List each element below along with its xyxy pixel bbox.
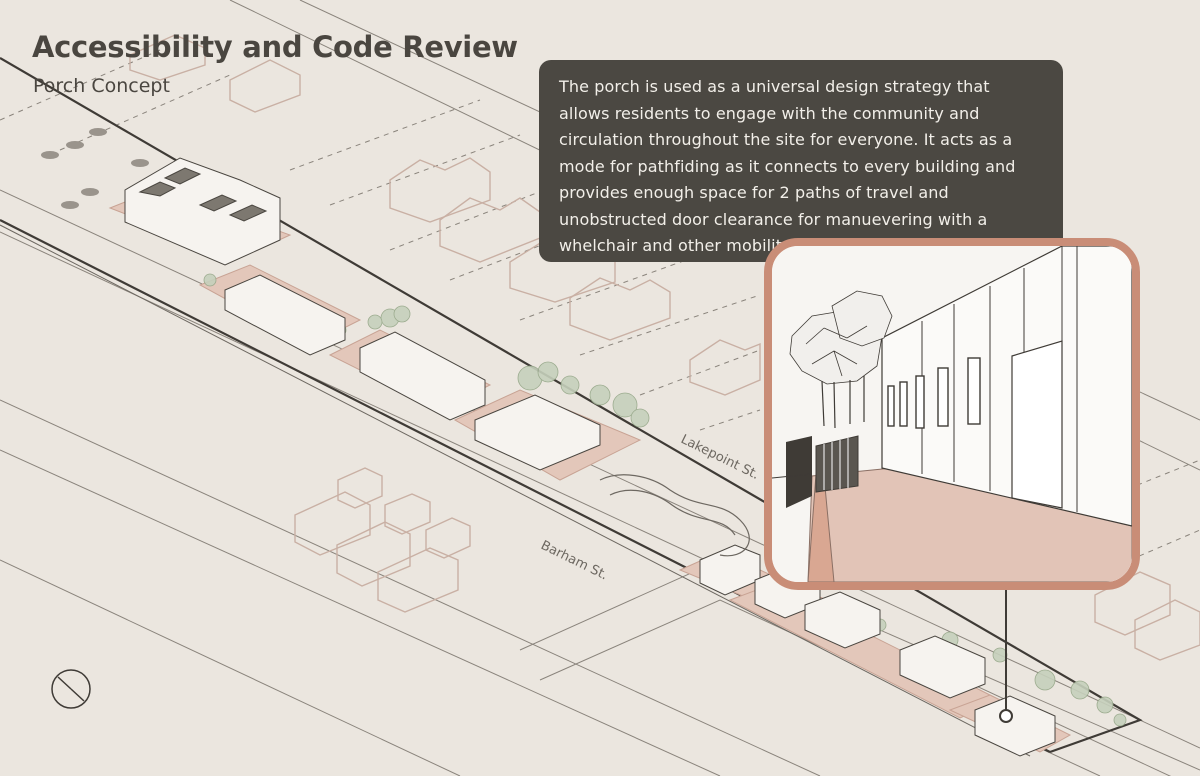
street-label-barham: Barham St.: [538, 538, 610, 583]
porch-perspective-drawing: [772, 246, 1132, 582]
description-callout: The porch is used as a universal design …: [539, 60, 1063, 262]
viewpoint-marker-icon: [999, 709, 1013, 723]
porch-perspective-inset: [764, 238, 1140, 590]
curved-path: [599, 474, 750, 557]
callout-text: The porch is used as a universal design …: [559, 77, 1016, 255]
north-arrow-icon: [51, 669, 91, 709]
page-subtitle: Porch Concept: [33, 75, 170, 97]
parked-cars: [41, 128, 149, 209]
page-title: Accessibility and Code Review: [32, 30, 518, 64]
